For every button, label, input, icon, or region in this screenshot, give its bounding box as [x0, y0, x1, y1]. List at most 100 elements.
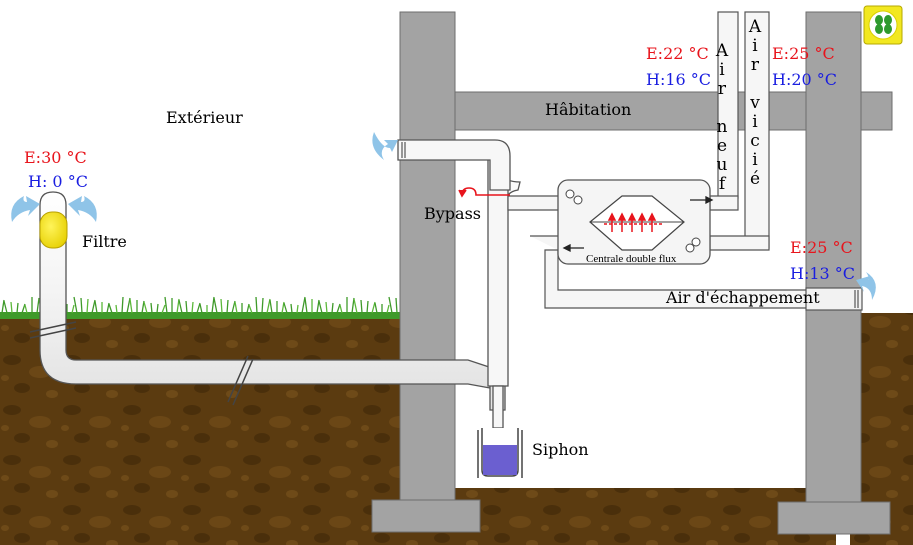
vertical-letter: é — [749, 169, 761, 189]
grass-blade — [331, 302, 334, 314]
grass-blade — [143, 301, 148, 314]
vertical-letter: A — [748, 17, 762, 37]
flow-arrow-icon — [562, 195, 714, 253]
grass-blade — [371, 301, 376, 314]
house-walls — [371, 11, 893, 535]
riser-pipe — [397, 139, 511, 429]
grass-blade — [374, 302, 378, 314]
grass-blade — [234, 301, 238, 314]
grass-blade — [71, 304, 75, 314]
temp-echappement-ete: E:25 °C — [790, 238, 853, 257]
grass-blade — [304, 297, 308, 314]
grass-blade — [255, 296, 258, 314]
grass-blade — [86, 298, 89, 314]
grass-blade — [360, 299, 363, 314]
grass-blade — [129, 298, 133, 314]
grass-blade — [211, 296, 215, 314]
vertical-letter: r — [750, 55, 760, 75]
grass-blade — [91, 299, 96, 314]
vertical-letter: i — [752, 150, 758, 170]
grass-blade — [121, 296, 124, 314]
grass-blade — [339, 304, 343, 314]
grass-blade — [199, 303, 203, 314]
grass-blade — [185, 300, 188, 314]
centrale-ducts — [507, 11, 861, 309]
label-exterieur: Extérieur — [166, 108, 243, 127]
ground-soil — [0, 313, 913, 545]
grass-blade — [386, 304, 390, 314]
filter — [39, 211, 68, 249]
vertical-letter: c — [750, 131, 760, 151]
grass-blade — [24, 304, 28, 314]
temp-air-vicie-hiver: H:20 °C — [772, 70, 838, 89]
grass-blade — [115, 304, 118, 314]
temp-exterieur-hiver: H: 0 °C — [28, 172, 88, 191]
grass — [0, 312, 404, 319]
grass-blade — [94, 300, 98, 314]
vertical-letter: v — [750, 93, 760, 113]
grass-blade — [269, 299, 273, 314]
heat-transfer-arrows — [604, 212, 664, 232]
vertical-letter: n — [716, 117, 728, 137]
grass-blade — [395, 297, 398, 314]
centrale-double-flux — [557, 179, 711, 265]
vertical-letter — [745, 75, 765, 94]
vertical-letter: f — [718, 174, 726, 194]
grass-blade — [261, 297, 264, 314]
vertical-letter: A — [715, 41, 729, 61]
grass-blade — [290, 303, 293, 314]
grass-blade — [388, 296, 393, 314]
vertical-letter — [712, 99, 732, 118]
temp-air-vicie-ete: E:25 °C — [772, 44, 835, 63]
vertical-letter: i — [752, 112, 758, 132]
vertical-letter: i — [719, 60, 725, 80]
intake-grille — [401, 142, 406, 158]
label-bypass: Bypass — [424, 204, 481, 223]
airflow-arrow-icon — [11, 132, 876, 300]
temp-air-neuf-hiver: H:16 °C — [646, 70, 712, 89]
grass-blade — [161, 304, 166, 314]
grass-blade — [191, 301, 194, 314]
fan-icon — [565, 189, 701, 253]
grass-blade — [126, 297, 131, 314]
vertical-letter: e — [716, 136, 728, 156]
grass-blade — [366, 300, 369, 314]
label-centrale: Centrale double flux — [586, 253, 677, 265]
grass-blades — [1, 296, 404, 314]
label-air-echappement: Air d'échappement — [666, 288, 820, 307]
grass-blade — [220, 298, 223, 314]
logo-clover-icon — [863, 5, 903, 45]
grass-blade — [108, 303, 113, 314]
grass-blade — [283, 302, 288, 314]
grass-blade — [325, 301, 328, 314]
grass-blade — [80, 297, 83, 314]
grass-blade — [16, 302, 19, 314]
grass-blade — [73, 296, 78, 314]
pipe-break-marks — [29, 321, 254, 406]
vertical-letter: u — [716, 155, 728, 175]
grass-blade — [156, 303, 159, 314]
grass-blade — [353, 298, 358, 314]
grass-blade — [213, 297, 218, 314]
label-siphon: Siphon — [532, 440, 589, 459]
grass-blade — [226, 299, 229, 314]
grass-blade — [318, 300, 323, 314]
grass-blade — [3, 300, 8, 314]
grass-blade — [10, 301, 13, 314]
grass-blade — [248, 304, 253, 314]
grass-blade — [164, 296, 168, 314]
grass-blade — [150, 302, 153, 314]
temp-air-neuf-ete: E:22 °C — [646, 44, 709, 63]
siphon — [477, 428, 523, 478]
bypass-indicator — [458, 187, 510, 198]
grass-blade — [296, 304, 299, 314]
temp-exterieur-ete: E:30 °C — [24, 148, 87, 167]
grass-blade — [266, 298, 271, 314]
label-filtre: Filtre — [82, 232, 127, 251]
grass-blade — [301, 296, 306, 314]
label-habitation: Hâbitation — [545, 100, 632, 119]
